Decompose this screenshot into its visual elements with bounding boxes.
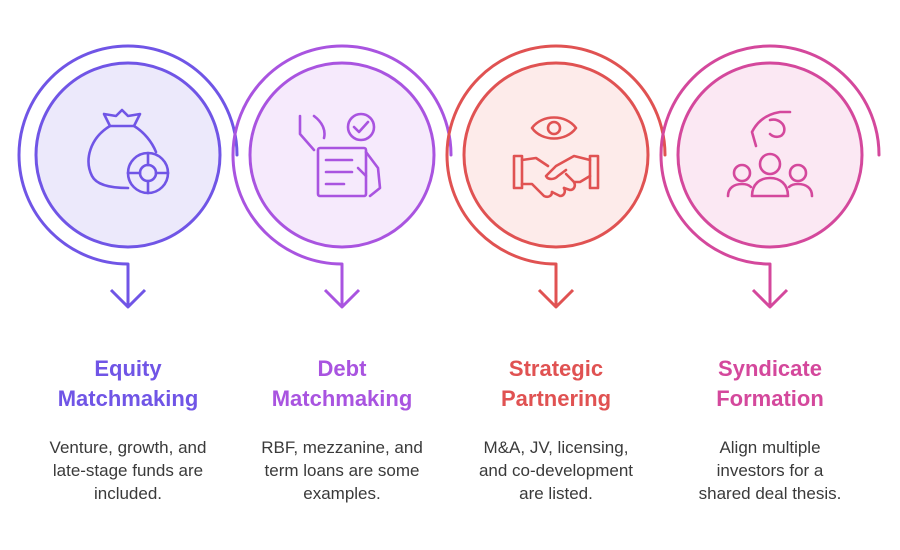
step-2-title-line-2: Matchmaking	[271, 386, 413, 411]
step-4-desc-line-2: investors for a	[716, 461, 824, 480]
step-2-desc-line-3: examples.	[303, 484, 381, 503]
step-3	[445, 44, 667, 309]
step-4-description: Align multiple investors for a shared de…	[670, 436, 870, 505]
step-1-desc-line-2: late-stage funds are	[52, 461, 204, 480]
step-3-circle	[462, 61, 650, 249]
step-4-title: Syndicate Formation	[670, 354, 870, 414]
step-2	[231, 44, 453, 309]
money-bag-coin-icon	[87, 108, 170, 195]
step-1-desc-line-1: Venture, growth, and	[49, 438, 207, 457]
step-1-outer-arc	[17, 44, 239, 266]
step-1-desc-line-3: included.	[93, 484, 163, 503]
step-3-title-line-1: Strategic	[508, 356, 604, 381]
step-2-title: Debt Matchmaking	[242, 354, 442, 414]
step-3-title: Strategic Partnering	[456, 354, 656, 414]
step-1-title-line-1: Equity	[94, 356, 162, 381]
step-2-desc-line-2: term loans are some	[264, 461, 420, 480]
step-3-title-line-2: Partnering	[500, 386, 612, 411]
step-1-circle	[34, 61, 222, 249]
hand-group-icon	[726, 110, 814, 198]
step-3-description: M&A, JV, licensing, and co-development a…	[456, 436, 656, 505]
step-4-title-line-2: Formation	[716, 386, 824, 411]
eye-handshake-icon	[512, 116, 600, 199]
step-1-arrow-head	[109, 288, 147, 309]
step-4-outer-arc	[659, 44, 881, 266]
step-2-desc-line-1: RBF, mezzanine, and	[261, 438, 423, 457]
step-1-title: Equity Matchmaking	[28, 354, 228, 414]
step-1	[17, 44, 239, 309]
step-3-desc-line-2: and co-development	[478, 461, 634, 480]
step-4-arrow-head	[751, 288, 789, 309]
step-1-description: Venture, growth, and late-stage funds ar…	[28, 436, 228, 505]
step-4	[659, 44, 881, 309]
step-3-arrow-head	[537, 288, 575, 309]
step-2-outer-arc	[231, 44, 453, 266]
step-2-arrow-head	[323, 288, 361, 309]
step-4-desc-line-1: Align multiple	[719, 438, 821, 457]
step-1-title-line-2: Matchmaking	[57, 386, 199, 411]
step-3-outer-arc	[445, 44, 667, 266]
step-4-desc-line-3: shared deal thesis.	[698, 484, 842, 503]
step-2-circle	[248, 61, 436, 249]
loan-document-check-icon	[298, 112, 382, 198]
step-4-title-line-1: Syndicate	[718, 356, 822, 381]
step-3-desc-line-3: are listed.	[519, 484, 593, 503]
step-2-description: RBF, mezzanine, and term loans are some …	[242, 436, 442, 505]
step-3-desc-line-1: M&A, JV, licensing,	[483, 438, 629, 457]
step-2-title-line-1: Debt	[317, 356, 367, 381]
